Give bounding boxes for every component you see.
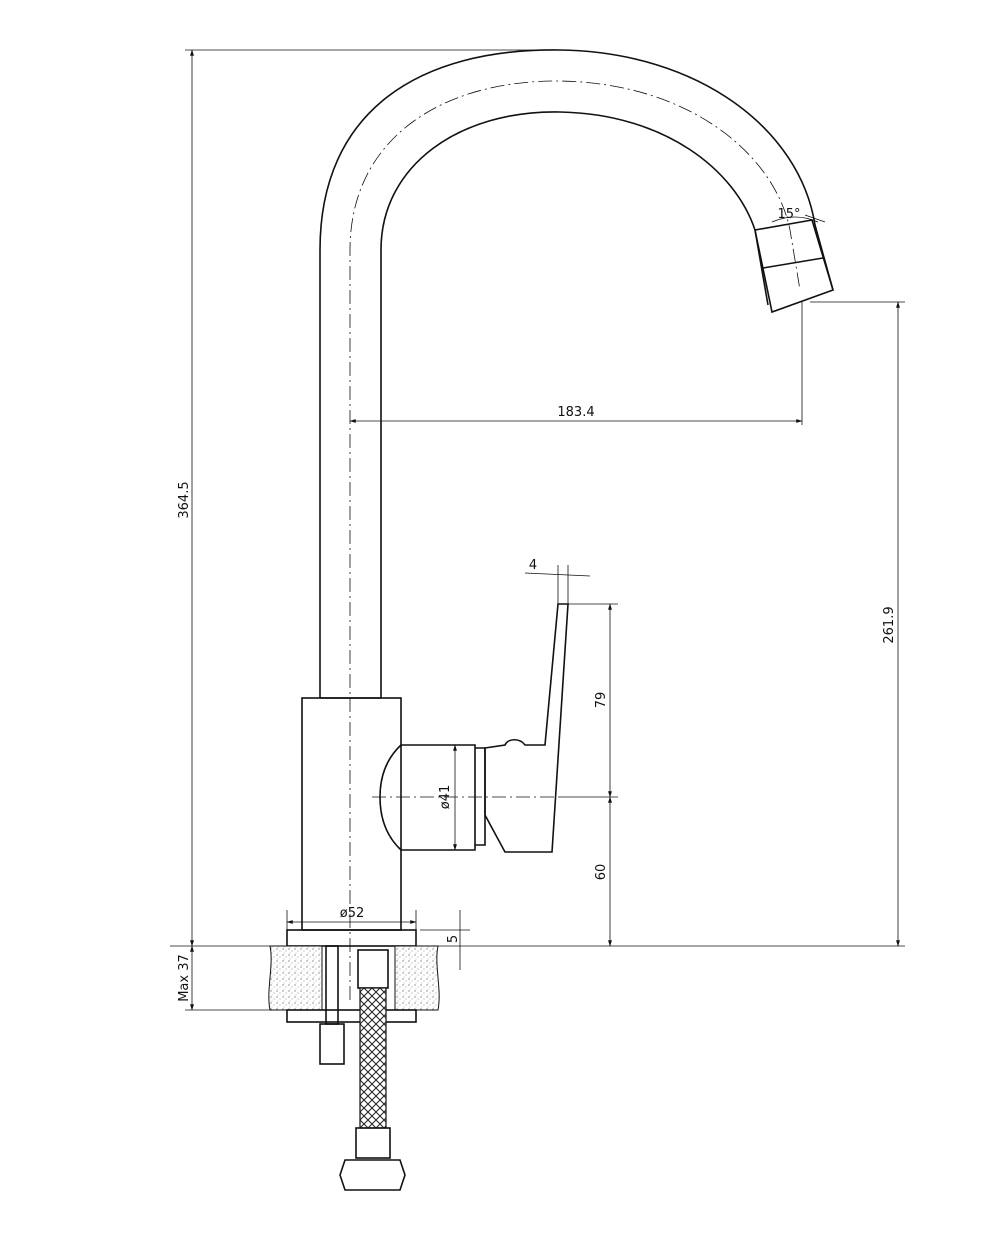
label-spout-angle: 15°	[777, 207, 800, 222]
spout-centerline	[349, 80, 801, 1000]
label-lever-axis-height: 60	[594, 864, 609, 881]
counter-right-block	[394, 945, 440, 1011]
dim-spout-angle-arc	[771, 216, 819, 223]
spout-tip	[754, 219, 834, 314]
base-plate	[286, 929, 417, 947]
hose-nut	[339, 1159, 406, 1191]
spout-inner-edge	[380, 111, 769, 698]
mounting-stud	[325, 945, 339, 1025]
label-base-diameter: ø52	[340, 906, 365, 921]
mounting-washer	[286, 1009, 417, 1023]
label-handle-offset: 4	[529, 558, 537, 573]
hose-ferrule	[355, 1127, 391, 1159]
supply-hose-fitting	[357, 949, 389, 989]
label-outlet-height: 261.9	[882, 606, 897, 643]
lever-body	[484, 603, 569, 853]
supply-hose	[359, 987, 387, 1129]
dimension-lines	[190, 49, 900, 1011]
body-cylinder	[301, 697, 402, 931]
aerator-line	[762, 257, 824, 269]
label-counter-thickness: Max 37	[177, 954, 192, 1002]
dimension-labels: 364.5 183.4 261.9 4 79 ø41 60 ø52 5 Max …	[177, 207, 897, 1002]
label-spout-reach: 183.4	[557, 405, 594, 420]
faucet-outline	[286, 49, 834, 1000]
label-body-diameter: ø41	[438, 785, 453, 810]
spout-outer-edge	[319, 49, 834, 698]
label-handle-height: 79	[594, 692, 609, 709]
dim-handle-offset	[524, 572, 591, 577]
countertop-section	[268, 945, 440, 1191]
lever-hub	[475, 747, 486, 846]
label-total-height: 364.5	[177, 481, 192, 518]
label-base-thickness: 5	[446, 935, 461, 943]
stud-nut	[319, 1023, 345, 1065]
counter-left-block	[268, 945, 323, 1011]
extension-lines	[170, 49, 905, 1011]
cartridge-housing	[379, 744, 476, 851]
